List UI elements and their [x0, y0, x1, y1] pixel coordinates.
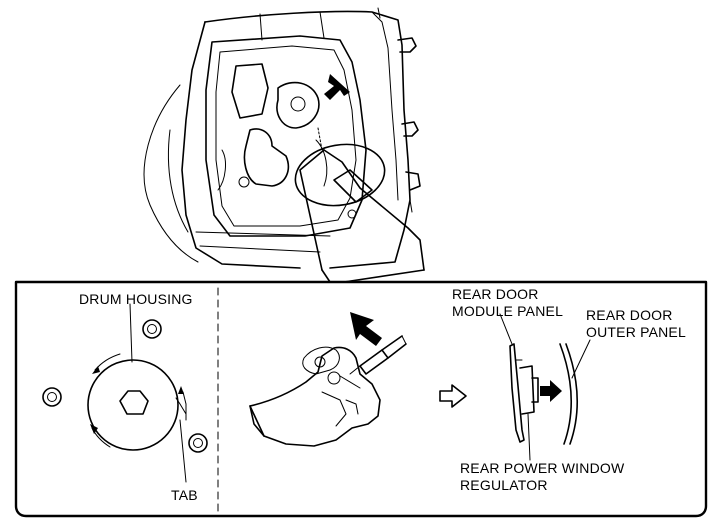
filled-arrow-icon	[324, 74, 350, 100]
regulator-label-line2: REGULATOR	[460, 477, 548, 493]
hollow-arrow-icon	[439, 384, 467, 408]
outer-panel-label-line1: REAR DOOR	[586, 307, 673, 323]
filled-arrow-icon	[540, 380, 562, 402]
drum-housing-label: DRUM HOUSING	[79, 291, 193, 307]
detail-box	[14, 280, 708, 518]
door-overview-illustration	[143, 7, 425, 283]
outer-panel-label-line2: OUTER PANEL	[586, 324, 686, 340]
panels-section-detail	[499, 313, 591, 461]
tab-label: TAB	[171, 487, 198, 503]
module-panel-label-line1: REAR DOOR	[452, 286, 539, 302]
filled-arrow-icon	[350, 312, 382, 346]
module-panel-label-line2: MODULE PANEL	[452, 303, 564, 319]
hand-tool-detail	[249, 335, 407, 447]
drum-housing-detail	[42, 303, 208, 483]
regulator-label-line1: REAR POWER WINDOW	[460, 460, 625, 476]
